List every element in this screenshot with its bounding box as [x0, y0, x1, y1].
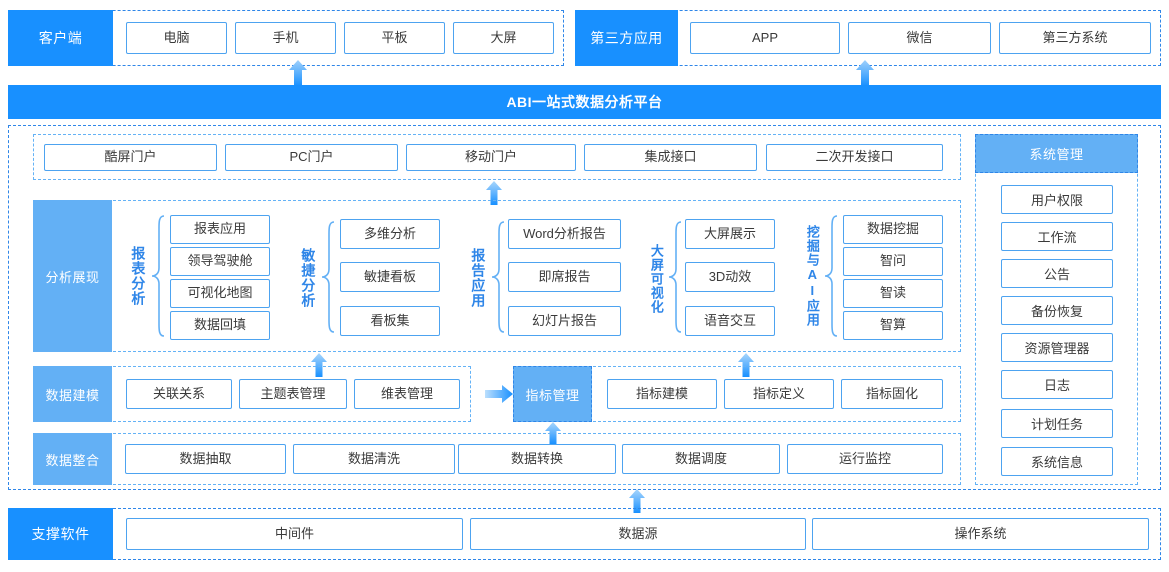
analysis-group-2-item-0[interactable]: Word分析报告 [508, 219, 621, 249]
system-item-5[interactable]: 日志 [1001, 370, 1113, 399]
arrow-up-analysis-right [738, 353, 754, 377]
analysis-group-2-label: 报告应用 [470, 248, 487, 308]
client-item-3[interactable]: 大屏 [453, 22, 554, 54]
portal-item-4[interactable]: 二次开发接口 [766, 144, 943, 171]
system-item-3[interactable]: 备份恢复 [1001, 296, 1113, 325]
portal-item-2[interactable]: 移动门户 [406, 144, 576, 171]
arrow-up-analysis-left [311, 353, 327, 377]
platform-body-container [8, 125, 1161, 490]
system-item-7[interactable]: 系统信息 [1001, 447, 1113, 476]
integration-item-3[interactable]: 数据调度 [622, 444, 780, 474]
analysis-group-4-label: 挖掘与AI应用 [804, 225, 820, 327]
metric-item-0[interactable]: 指标建模 [607, 379, 717, 409]
analysis-group-4-brace [824, 214, 838, 338]
analysis-group-4-item-0[interactable]: 数据挖掘 [843, 215, 943, 244]
metric-item-1[interactable]: 指标定义 [724, 379, 834, 409]
arrow-up-to-portal [486, 181, 502, 205]
analysis-group-0-brace [151, 214, 165, 338]
third-party-row-label: 第三方应用 [575, 10, 678, 66]
system-item-0[interactable]: 用户权限 [1001, 185, 1113, 214]
analysis-group-1-item-2[interactable]: 看板集 [340, 306, 440, 336]
analysis-group-4-item-2[interactable]: 智读 [843, 279, 943, 308]
analysis-group-0-item-1[interactable]: 领导驾驶舱 [170, 247, 270, 276]
analysis-group-1-label: 敏捷分析 [300, 248, 317, 308]
analysis-group-0-item-2[interactable]: 可视化地图 [170, 279, 270, 308]
analysis-group-3-item-2[interactable]: 语音交互 [685, 306, 775, 336]
arrow-up-to-third-party [856, 60, 874, 86]
third-party-item-2[interactable]: 第三方系统 [999, 22, 1151, 54]
metric-management-label[interactable]: 指标管理 [513, 366, 592, 422]
modeling-item-1[interactable]: 主题表管理 [239, 379, 347, 409]
integration-item-4[interactable]: 运行监控 [787, 444, 943, 474]
client-item-1[interactable]: 手机 [235, 22, 336, 54]
third-party-item-0[interactable]: APP [690, 22, 840, 54]
analysis-group-4-item-1[interactable]: 智问 [843, 247, 943, 276]
analysis-group-3-item-1[interactable]: 3D动效 [685, 262, 775, 292]
analysis-group-0-item-3[interactable]: 数据回填 [170, 311, 270, 340]
portal-item-3[interactable]: 集成接口 [584, 144, 757, 171]
system-panel-label: 系统管理 [975, 134, 1138, 173]
system-item-4[interactable]: 资源管理器 [1001, 333, 1113, 362]
analysis-group-4-item-3[interactable]: 智算 [843, 311, 943, 340]
support-item-1[interactable]: 数据源 [470, 518, 806, 550]
integration-item-2[interactable]: 数据转换 [458, 444, 616, 474]
integration-item-1[interactable]: 数据清洗 [293, 444, 455, 474]
third-party-item-1[interactable]: 微信 [848, 22, 991, 54]
arrow-up-to-client [289, 60, 307, 86]
analysis-group-2-item-2[interactable]: 幻灯片报告 [508, 306, 621, 336]
arrow-right-to-metric [485, 385, 513, 403]
analysis-section-label: 分析展现 [33, 200, 112, 352]
modeling-section-label: 数据建模 [33, 366, 112, 422]
analysis-group-1-item-0[interactable]: 多维分析 [340, 219, 440, 249]
system-item-1[interactable]: 工作流 [1001, 222, 1113, 251]
portal-item-1[interactable]: PC门户 [225, 144, 398, 171]
arrow-up-to-platform-body [629, 489, 645, 513]
modeling-item-2[interactable]: 维表管理 [354, 379, 460, 409]
analysis-group-2-item-1[interactable]: 即席报告 [508, 262, 621, 292]
metric-item-2[interactable]: 指标固化 [841, 379, 943, 409]
support-item-0[interactable]: 中间件 [126, 518, 463, 550]
analysis-group-1-brace [321, 220, 335, 334]
portal-row-container [33, 134, 961, 180]
client-row-label: 客户端 [8, 10, 113, 66]
analysis-group-2-brace [491, 220, 505, 334]
system-item-6[interactable]: 计划任务 [1001, 409, 1113, 438]
analysis-group-0-item-0[interactable]: 报表应用 [170, 215, 270, 244]
integration-section-label: 数据整合 [33, 433, 112, 485]
client-item-2[interactable]: 平板 [344, 22, 445, 54]
analysis-group-3-item-0[interactable]: 大屏展示 [685, 219, 775, 249]
modeling-item-0[interactable]: 关联关系 [126, 379, 232, 409]
system-item-2[interactable]: 公告 [1001, 259, 1113, 288]
support-row-label: 支撑软件 [8, 508, 113, 560]
support-item-2[interactable]: 操作系统 [812, 518, 1149, 550]
analysis-group-3-label: 大屏可视化 [648, 244, 664, 314]
integration-item-0[interactable]: 数据抽取 [125, 444, 286, 474]
platform-banner: ABI一站式数据分析平台 [8, 85, 1161, 119]
analysis-group-0-label: 报表分析 [130, 246, 147, 306]
analysis-group-1-item-1[interactable]: 敏捷看板 [340, 262, 440, 292]
portal-item-0[interactable]: 酷屏门户 [44, 144, 217, 171]
client-item-0[interactable]: 电脑 [126, 22, 227, 54]
analysis-group-3-brace [668, 220, 682, 334]
